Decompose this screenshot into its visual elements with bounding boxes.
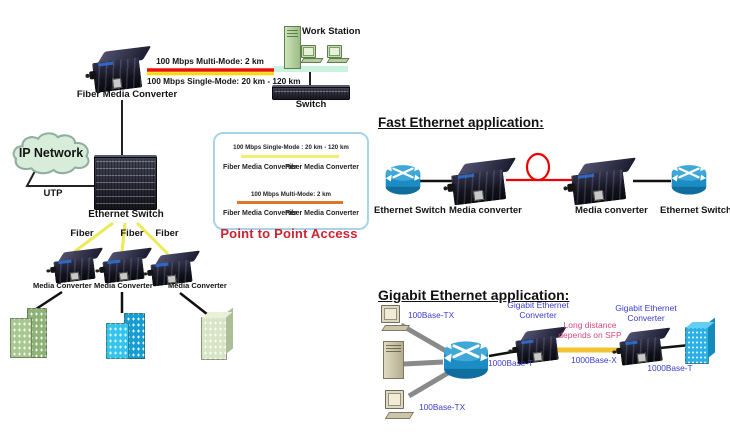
router-icon	[444, 341, 488, 379]
media-converter-icon	[567, 157, 637, 206]
switch-rack-icon	[272, 85, 350, 100]
router-icon	[385, 165, 421, 195]
link-label-1000base-t: 1000Base-T	[647, 363, 693, 373]
workstation-pc-icon	[300, 45, 324, 64]
multimode-link-label: 100 Mbps Multi-Mode: 2 km	[156, 56, 264, 66]
workstation-pc-icon	[326, 45, 350, 64]
media-converter-icon	[99, 247, 152, 284]
point-to-point-caption: Point to Point Access	[220, 226, 358, 241]
link-label-1000base-x: 1000Base-X	[571, 355, 617, 365]
media-converter-label: Media Converter	[168, 281, 227, 290]
lan-segment-bar	[274, 66, 348, 72]
p2p-converter-label: Fiber Media Converter	[223, 164, 297, 171]
server-tower-icon	[383, 341, 404, 379]
gigabit-converter-title: Gigabit Ethernet Converter	[615, 303, 677, 323]
ethernet-switch-rack-icon	[94, 155, 157, 210]
ethernet-switch-label: Ethernet Switch	[660, 205, 730, 216]
media-converter-label: Media Converter	[94, 281, 153, 290]
media-converter-label: Media Converter	[33, 281, 92, 290]
ip-network-cloud-icon	[12, 132, 90, 175]
pc-link-label: 100Base-TX	[408, 310, 455, 320]
pc-link-label: 100Base-TX	[419, 402, 466, 412]
media-converter-label: Media converter	[575, 205, 648, 216]
workstation-pc-icon	[380, 305, 410, 333]
workstation-tower-icon	[284, 26, 301, 69]
fiber-label: Fiber	[120, 228, 144, 239]
router-icon	[671, 165, 707, 195]
building-icon	[201, 307, 233, 360]
p2p-converter-label: Fiber Media Converter	[285, 210, 359, 217]
singlemode-link-label: 100 Mbps Single-Mode: 20 km - 120 km	[147, 76, 301, 86]
gigabit-ethernet-title: Gigabit Ethernet application:	[378, 287, 570, 303]
gigabit-converter-title: Gigabit Ethernet Converter	[507, 300, 569, 320]
media-converter-label: Media converter	[449, 205, 522, 216]
gigabit-converter-icon	[616, 327, 671, 366]
long-distance-note: Long distance depends on SFP	[558, 320, 622, 340]
workstation-pc-icon	[384, 390, 414, 420]
work-station-label: Work Station	[302, 26, 361, 37]
ethernet-switch-label: Ethernet Switch	[374, 205, 446, 216]
building-icon	[10, 303, 52, 358]
server-building-icon	[685, 317, 715, 364]
fast-ethernet-title: Fast Ethernet application:	[378, 115, 544, 130]
media-converter-icon	[50, 247, 103, 284]
ethernet-switch-label: Ethernet Switch	[88, 209, 164, 220]
ip-network-label: IP Network	[18, 146, 84, 160]
switch-label: Switch	[295, 99, 327, 110]
p2p-singlemode-label: 100 Mbps Single-Mode : 20 km - 120 km	[233, 144, 349, 151]
p2p-converter-label: Fiber Media Converter	[285, 164, 359, 171]
link-label-1000base-t: 1000Base-T	[488, 358, 534, 368]
fiber-media-converter-label: Fiber Media Converter	[76, 89, 178, 100]
building-icon	[106, 313, 146, 359]
p2p-multimode-label: 100 Mbps Multi-Mode: 2 km	[250, 191, 332, 198]
fiber-label: Fiber	[70, 228, 94, 239]
p2p-converter-label: Fiber Media Converter	[223, 210, 297, 217]
fiber-media-converter-icon	[88, 45, 152, 94]
media-converter-icon	[447, 157, 517, 206]
fiber-label: Fiber	[155, 228, 179, 239]
point-to-point-box: 100 Mbps Single-Mode : 20 km - 120 km Fi…	[213, 132, 369, 230]
utp-label: UTP	[43, 188, 63, 199]
